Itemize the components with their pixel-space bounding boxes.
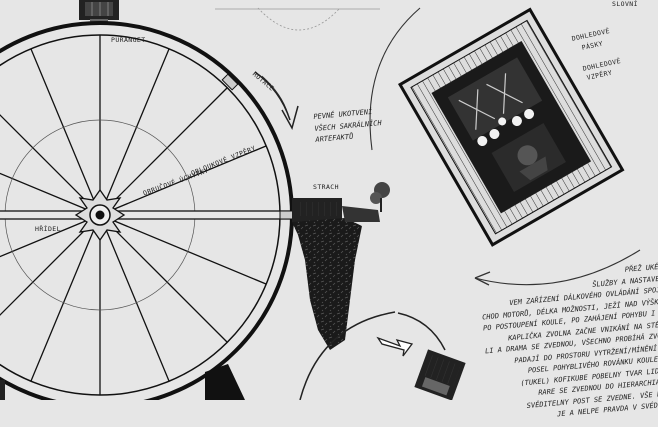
lower-arc bbox=[299, 311, 446, 400]
wheel-lower-post bbox=[0, 380, 5, 400]
small-arrow-icon bbox=[376, 336, 414, 357]
top-right-label: SLOVNÍ bbox=[612, 0, 638, 8]
top-tower-icon bbox=[79, 0, 119, 25]
chapel-plan bbox=[397, 7, 625, 247]
wheel-base bbox=[205, 364, 245, 400]
artefact-note: PEVNĚ UKOTVENÍ VŠECH SAKRÁLNÍCH ARTEFAKT… bbox=[313, 106, 383, 146]
falling-chapel bbox=[414, 349, 466, 400]
rotation-arrow-icon bbox=[254, 71, 299, 130]
cliff-ledge bbox=[292, 182, 390, 350]
orbit-arc bbox=[369, 7, 641, 286]
wheel-top-label: PURANGET bbox=[111, 36, 146, 44]
faint-top-semicircle bbox=[215, 7, 380, 31]
cliff-label: STRACH bbox=[313, 183, 339, 191]
sketch-drawing bbox=[0, 0, 641, 400]
wheel bbox=[0, 21, 295, 400]
handwritten-text-block: PŘEŽ UKĚ ŠLUŽBY A NASTAVE VEM ZAŘÍZENÍ D… bbox=[479, 262, 658, 427]
wheel-hub-label: HŘÍDEL bbox=[35, 225, 61, 233]
